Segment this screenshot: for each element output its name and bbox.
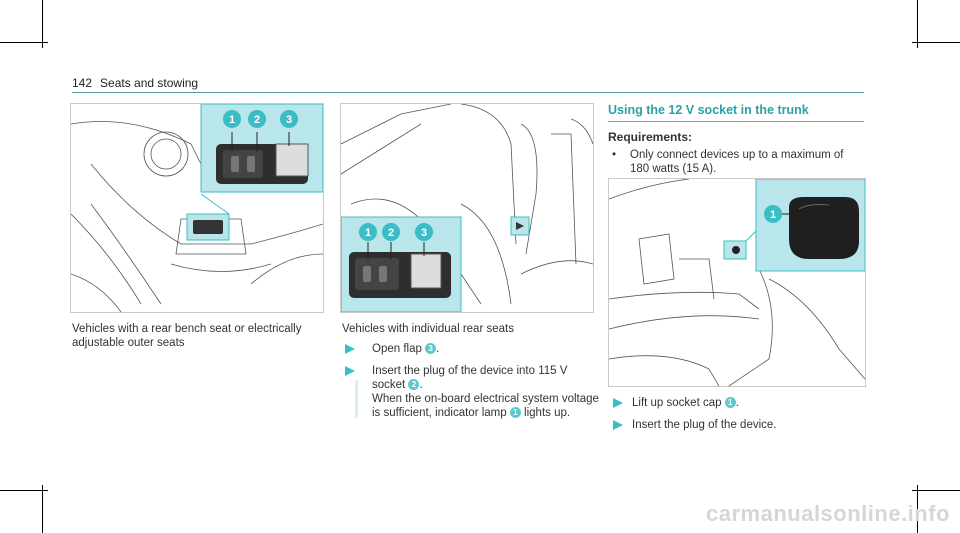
crop-mark <box>0 42 48 43</box>
requirement-line: • Only connect devices up to a maximum of <box>612 148 862 162</box>
crop-mark <box>0 490 48 491</box>
crop-mark <box>42 485 43 533</box>
step-text: lights up. <box>520 407 571 419</box>
callout-1: 1 <box>229 114 235 126</box>
crop-mark <box>912 42 960 43</box>
caption-line: adjustable outer seats <box>72 337 185 349</box>
step-line: is sufficient, indicator lamp 1 lights u… <box>372 406 602 420</box>
step-arrow-icon <box>345 366 355 376</box>
callout-2: 2 <box>388 227 394 239</box>
header-rule <box>72 92 864 93</box>
requirement-text: 180 watts (15 A). <box>630 163 717 175</box>
step-text: When the on-board electrical system volt… <box>372 393 599 405</box>
requirement-text: Only connect devices up to a maximum of <box>630 149 844 161</box>
note-bar <box>355 380 358 418</box>
console-illustration: 1 2 3 <box>71 104 323 312</box>
figure-individual-rear-seats: 1 2 3 <box>340 103 594 313</box>
step-text: Open flap <box>372 343 426 355</box>
step-text: . <box>419 379 423 391</box>
callout-1: 1 <box>365 227 371 239</box>
step-insert-plug-trunk: Insert the plug of the device. <box>632 419 777 431</box>
step-line: socket 2. <box>372 378 602 392</box>
step-text: . <box>735 397 739 409</box>
step-lift-cap: Lift up socket cap 1. <box>632 396 739 410</box>
crop-mark <box>42 0 43 48</box>
step-insert-plug: Insert the plug of the device into 115 V… <box>372 364 602 420</box>
step-open-flap: Open flap 3. <box>372 342 439 356</box>
page-number: 142 <box>72 76 93 90</box>
step-text: . <box>436 343 440 355</box>
crop-mark <box>917 485 918 533</box>
figure2-caption: Vehicles with individual rear seats <box>342 323 514 335</box>
callout-2: 2 <box>254 114 260 126</box>
seats-illustration: 1 2 3 <box>341 104 593 312</box>
step-text: socket <box>372 379 409 391</box>
figure-trunk-socket: 1 <box>608 178 866 387</box>
callout-badge: 3 <box>425 343 437 355</box>
callout-1: 1 <box>770 209 776 221</box>
step-arrow-icon <box>613 420 623 430</box>
figure1-caption: Vehicles with a rear bench seat or elect… <box>72 322 322 350</box>
callout-3: 3 <box>421 227 427 239</box>
requirement-item: • Only connect devices up to a maximum of… <box>612 148 862 176</box>
watermark: carmanualsonline.info <box>706 501 950 526</box>
figure-rear-bench-console: 1 2 3 <box>70 103 324 313</box>
bullet-icon: • <box>612 149 617 161</box>
step-text: Insert the plug of the device into 115 V <box>372 365 568 377</box>
callout-3: 3 <box>286 114 292 126</box>
heading-rule <box>608 121 864 122</box>
trunk-illustration: 1 <box>609 179 865 386</box>
step-arrow-icon <box>613 398 623 408</box>
callout-badge: 1 <box>509 407 521 419</box>
page-header: 142 Seats and stowing <box>72 76 198 90</box>
section-heading: Using the 12 V socket in the trunk <box>608 103 809 117</box>
callout-badge: 2 <box>408 379 420 391</box>
step-text: Lift up socket cap <box>632 397 725 409</box>
section-title: Seats and stowing <box>100 76 199 90</box>
step-arrow-icon <box>345 344 355 354</box>
requirements-label: Requirements: <box>608 130 693 144</box>
caption-line: Vehicles with a rear bench seat or elect… <box>72 323 302 335</box>
crop-mark <box>917 0 918 48</box>
crop-mark <box>912 490 960 491</box>
step-text: is sufficient, indicator lamp <box>372 407 510 419</box>
callout-badge: 1 <box>724 397 736 409</box>
